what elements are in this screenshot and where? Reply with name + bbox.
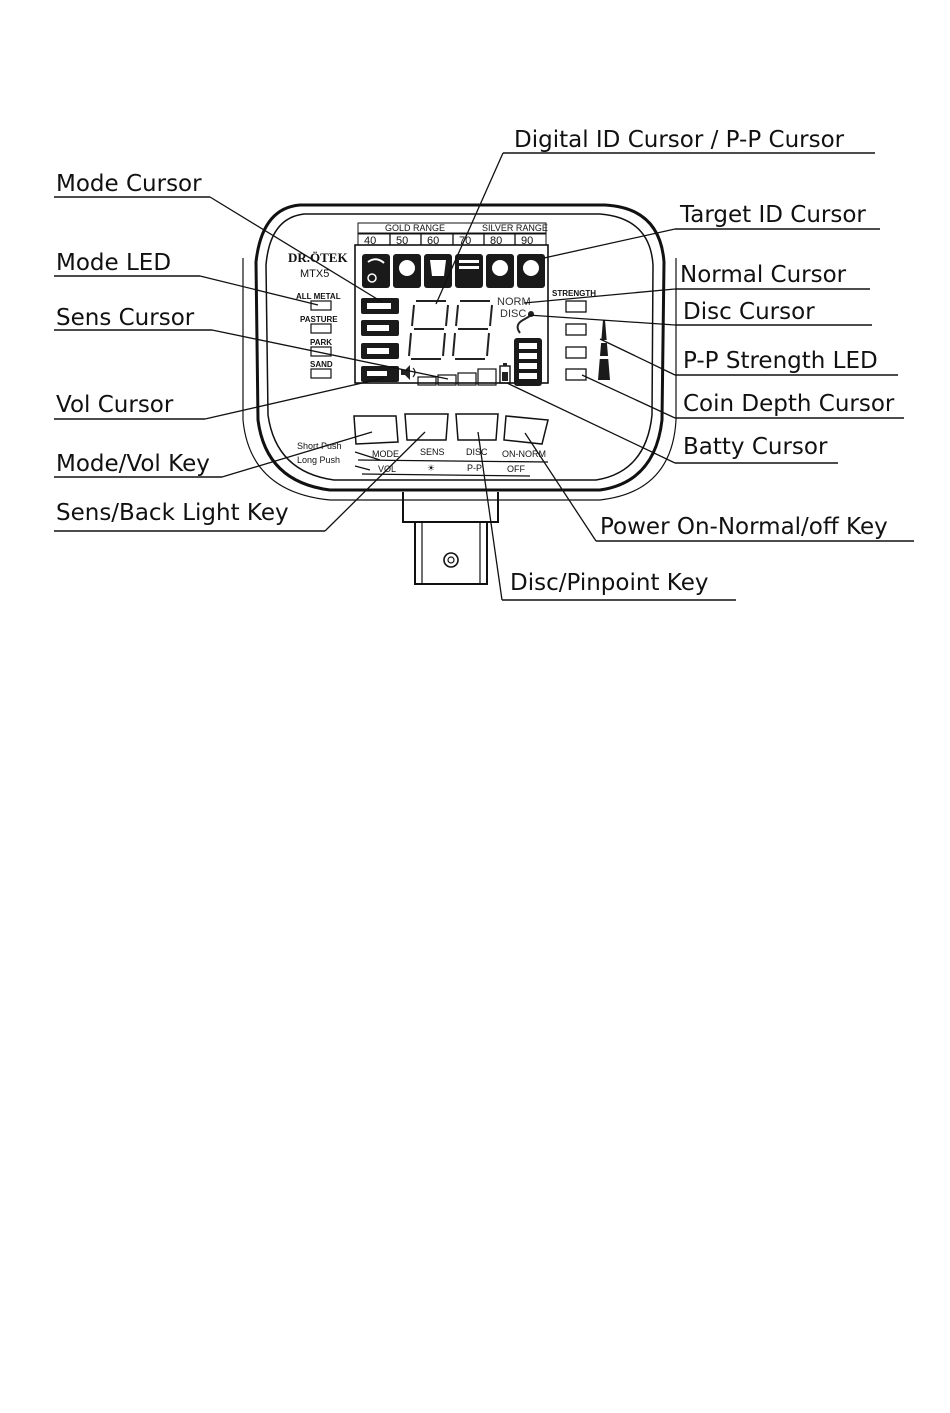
disc-label: DISC xyxy=(500,308,526,320)
leader-lines xyxy=(54,152,914,601)
battery-icon xyxy=(499,363,511,384)
scale-50: 50 xyxy=(396,235,408,247)
label-mode-cursor: Mode Cursor xyxy=(56,171,202,197)
scale-90: 90 xyxy=(521,235,533,247)
mode-leds: ALL METAL PASTURE PARK SAND xyxy=(296,292,341,379)
lcd-screen: GOLD RANGE SILVER RANGE 40 50 60 70 80 9… xyxy=(354,222,549,386)
key-short-mode: MODE xyxy=(372,449,399,459)
label-batty-cursor: Batty Cursor xyxy=(683,434,828,460)
long-push-label: Long Push xyxy=(297,455,340,465)
mode-cursors xyxy=(361,298,399,382)
key-long-backlight: ☀ xyxy=(427,463,435,473)
callout-labels: Digital ID Cursor / P-P Cursor Mode Curs… xyxy=(56,127,895,596)
silver-range-label: SILVER RANGE xyxy=(482,223,548,233)
speaker-icon xyxy=(401,365,410,380)
mode-label-sand: SAND xyxy=(310,360,333,369)
key-long-off: OFF xyxy=(507,464,525,474)
target-id-icons xyxy=(362,254,545,288)
scale-80: 80 xyxy=(490,235,502,247)
label-digital-id-cursor: Digital ID Cursor / P-P Cursor xyxy=(514,127,845,153)
mode-vol-key[interactable] xyxy=(353,415,399,445)
key-short-sens: SENS xyxy=(420,447,445,457)
strength-label: STRENGTH xyxy=(552,289,596,298)
label-normal-cursor: Normal Cursor xyxy=(680,262,847,288)
key-short-on-norm: ON-NORM xyxy=(502,449,546,459)
control-box xyxy=(242,203,677,585)
label-pp-strength-led: P-P Strength LED xyxy=(683,348,878,374)
sens-backlight-key[interactable] xyxy=(404,413,449,441)
keypad: Short Push Long Push MODE SENS DISC ON-N… xyxy=(297,413,549,477)
short-push-label: Short Push xyxy=(297,441,342,451)
label-coin-depth-cursor: Coin Depth Cursor xyxy=(683,391,895,417)
label-disc-cursor: Disc Cursor xyxy=(683,299,815,325)
norm-label: NORM xyxy=(497,296,531,308)
scale-60: 60 xyxy=(427,235,439,247)
model-name: MTX5 xyxy=(300,268,329,280)
magnet-icon xyxy=(516,315,531,334)
digital-id-display xyxy=(408,300,493,360)
label-sens-back-light-key: Sens/Back Light Key xyxy=(56,500,289,526)
label-vol-cursor: Vol Cursor xyxy=(56,392,174,418)
screw-icon xyxy=(443,552,459,568)
label-disc-pinpoint-key: Disc/Pinpoint Key xyxy=(510,570,708,596)
key-short-disc: DISC xyxy=(466,447,488,457)
label-sens-cursor: Sens Cursor xyxy=(56,305,195,331)
power-key[interactable] xyxy=(503,415,549,445)
label-target-id-cursor: Target ID Cursor xyxy=(679,202,866,228)
sens-bars xyxy=(417,368,497,386)
gold-range-label: GOLD RANGE xyxy=(385,223,445,233)
mode-label-all-metal: ALL METAL xyxy=(296,292,341,301)
disc-pinpoint-key[interactable] xyxy=(455,413,499,441)
label-power-key: Power On-Normal/off Key xyxy=(600,514,888,540)
scale-40: 40 xyxy=(364,235,376,247)
label-mode-led: Mode LED xyxy=(56,250,171,276)
scale-dividers xyxy=(389,234,516,245)
coin-depth-bars xyxy=(514,338,542,386)
label-mode-vol-key: Mode/Vol Key xyxy=(56,451,210,477)
key-long-pp: P-P xyxy=(467,463,482,473)
mode-label-park: PARK xyxy=(310,338,332,347)
mode-label-pasture: PASTURE xyxy=(300,315,338,324)
